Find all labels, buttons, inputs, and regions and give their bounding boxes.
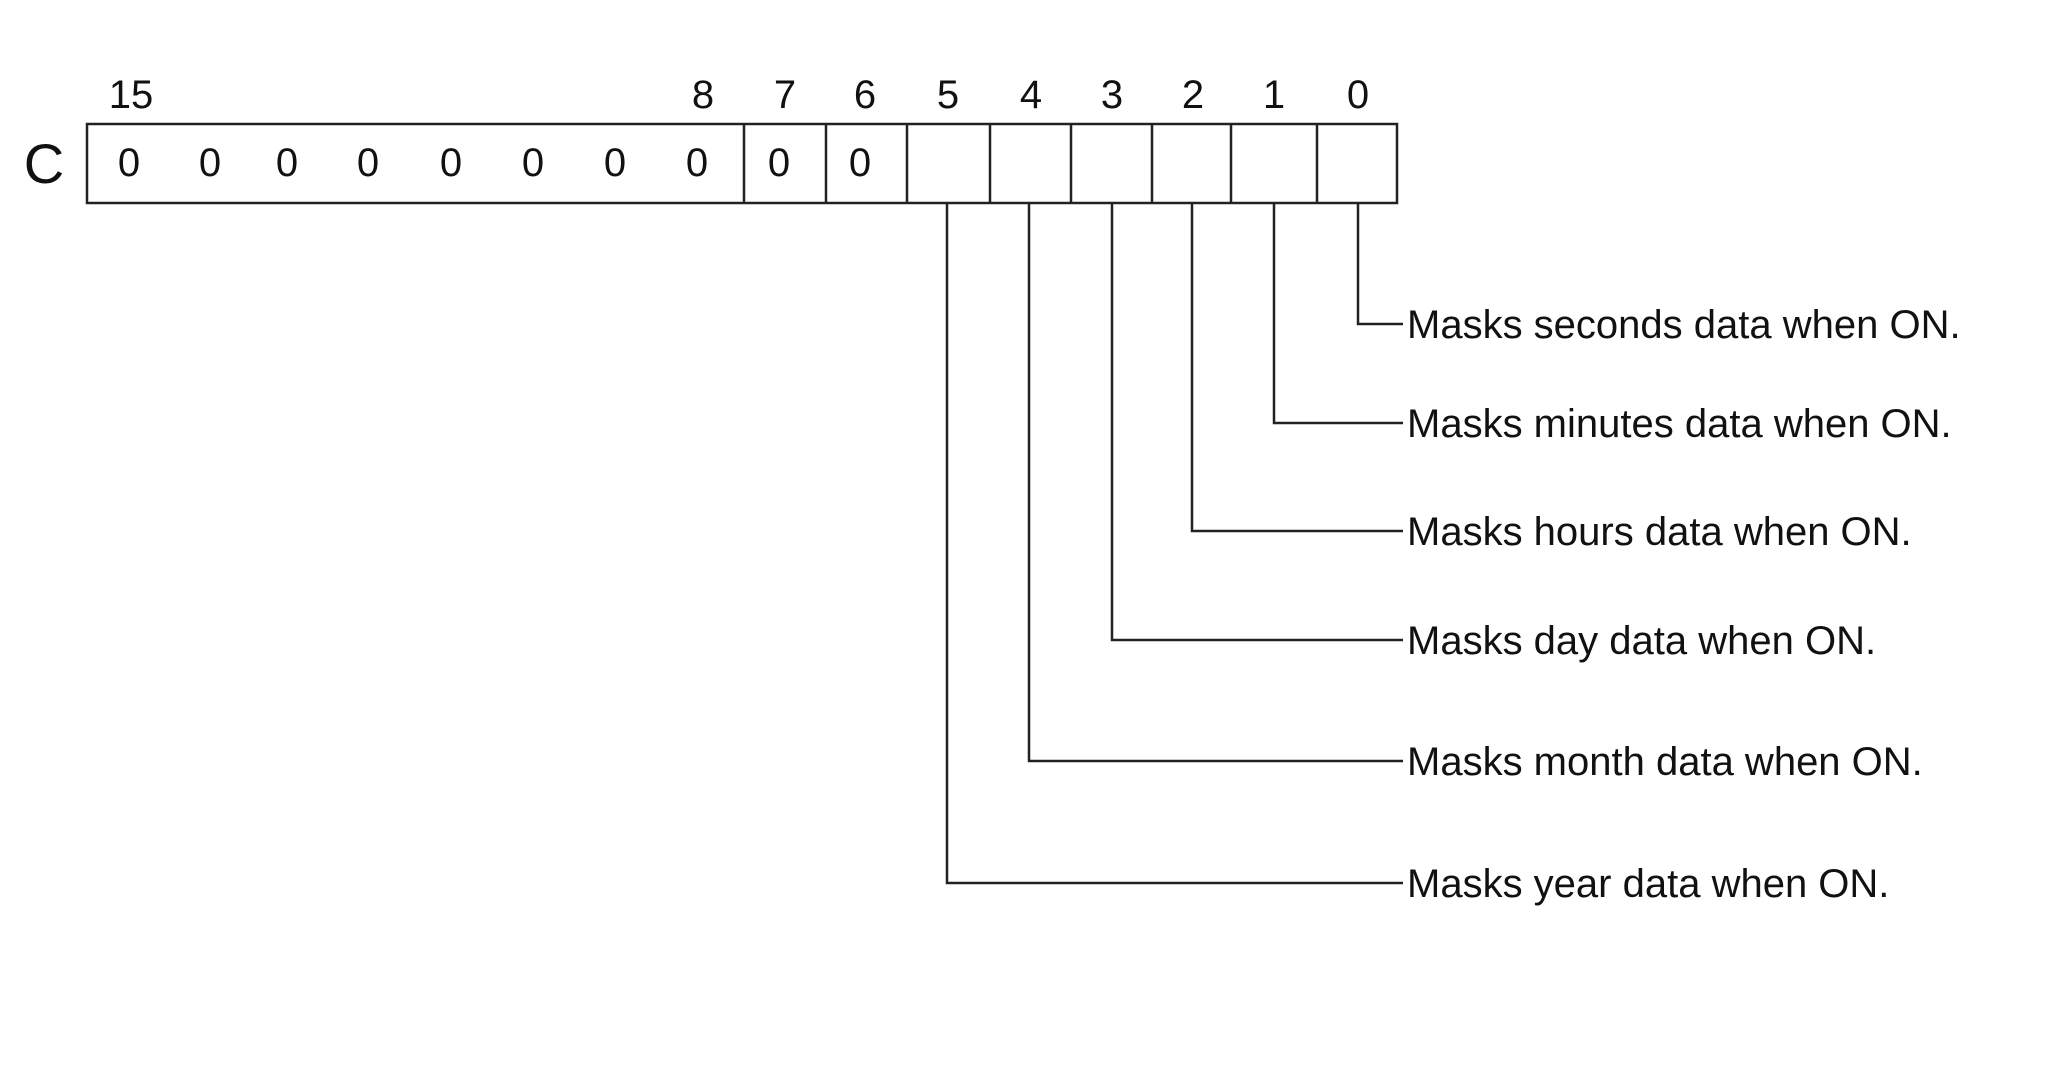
- description-bit-4: Masks month data when ON.: [1407, 740, 1923, 784]
- register-box: [85, 122, 1399, 205]
- bit-number-2: 2: [1182, 73, 1204, 117]
- bit-number-5: 5: [937, 73, 959, 117]
- bit-value-8: 0: [686, 141, 708, 185]
- bit-value-7: 0: [768, 141, 790, 185]
- description-bit-0: Masks seconds data when ON.: [1407, 303, 1961, 347]
- description-bit-2: Masks hours data when ON.: [1407, 510, 1912, 554]
- fixed-bit-values: 0 0 0 0 0 0 0 0 0 0: [118, 141, 871, 185]
- bit-value-12: 0: [357, 141, 379, 185]
- bit-number-4: 4: [1020, 73, 1042, 117]
- bit-value-13: 0: [276, 141, 298, 185]
- bit-number-8: 8: [692, 73, 714, 117]
- bit-number-6: 6: [854, 73, 876, 117]
- bit-value-14: 0: [199, 141, 221, 185]
- bit-number-0: 0: [1347, 73, 1369, 117]
- leader-bit-2: [1190, 203, 1403, 533]
- leader-bit-1: [1272, 203, 1403, 425]
- bit-number-3: 3: [1101, 73, 1123, 117]
- bit-descriptions: Masks seconds data when ON. Masks minute…: [1407, 303, 1961, 906]
- leader-lines: [945, 203, 1403, 885]
- bit-value-9: 0: [604, 141, 626, 185]
- leader-bit-3: [1110, 203, 1403, 642]
- description-bit-3: Masks day data when ON.: [1407, 619, 1876, 663]
- bit-number-1: 1: [1263, 73, 1285, 117]
- bit-number-15: 15: [109, 73, 154, 117]
- bit-value-10: 0: [522, 141, 544, 185]
- bit-value-11: 0: [440, 141, 462, 185]
- description-bit-5: Masks year data when ON.: [1407, 862, 1889, 906]
- bit-value-15: 0: [118, 141, 140, 185]
- register-outline: [85, 122, 1399, 205]
- bit-value-6: 0: [849, 141, 871, 185]
- bit-number-row: 15 8 7 6 5 4 3 2 1 0: [109, 73, 1369, 117]
- register-label: C: [24, 132, 64, 195]
- description-bit-1: Masks minutes data when ON.: [1407, 402, 1952, 446]
- leader-bit-0: [1356, 203, 1403, 326]
- leader-bit-4: [1027, 203, 1403, 763]
- leader-bit-5: [945, 203, 1403, 885]
- bit-number-7: 7: [774, 73, 796, 117]
